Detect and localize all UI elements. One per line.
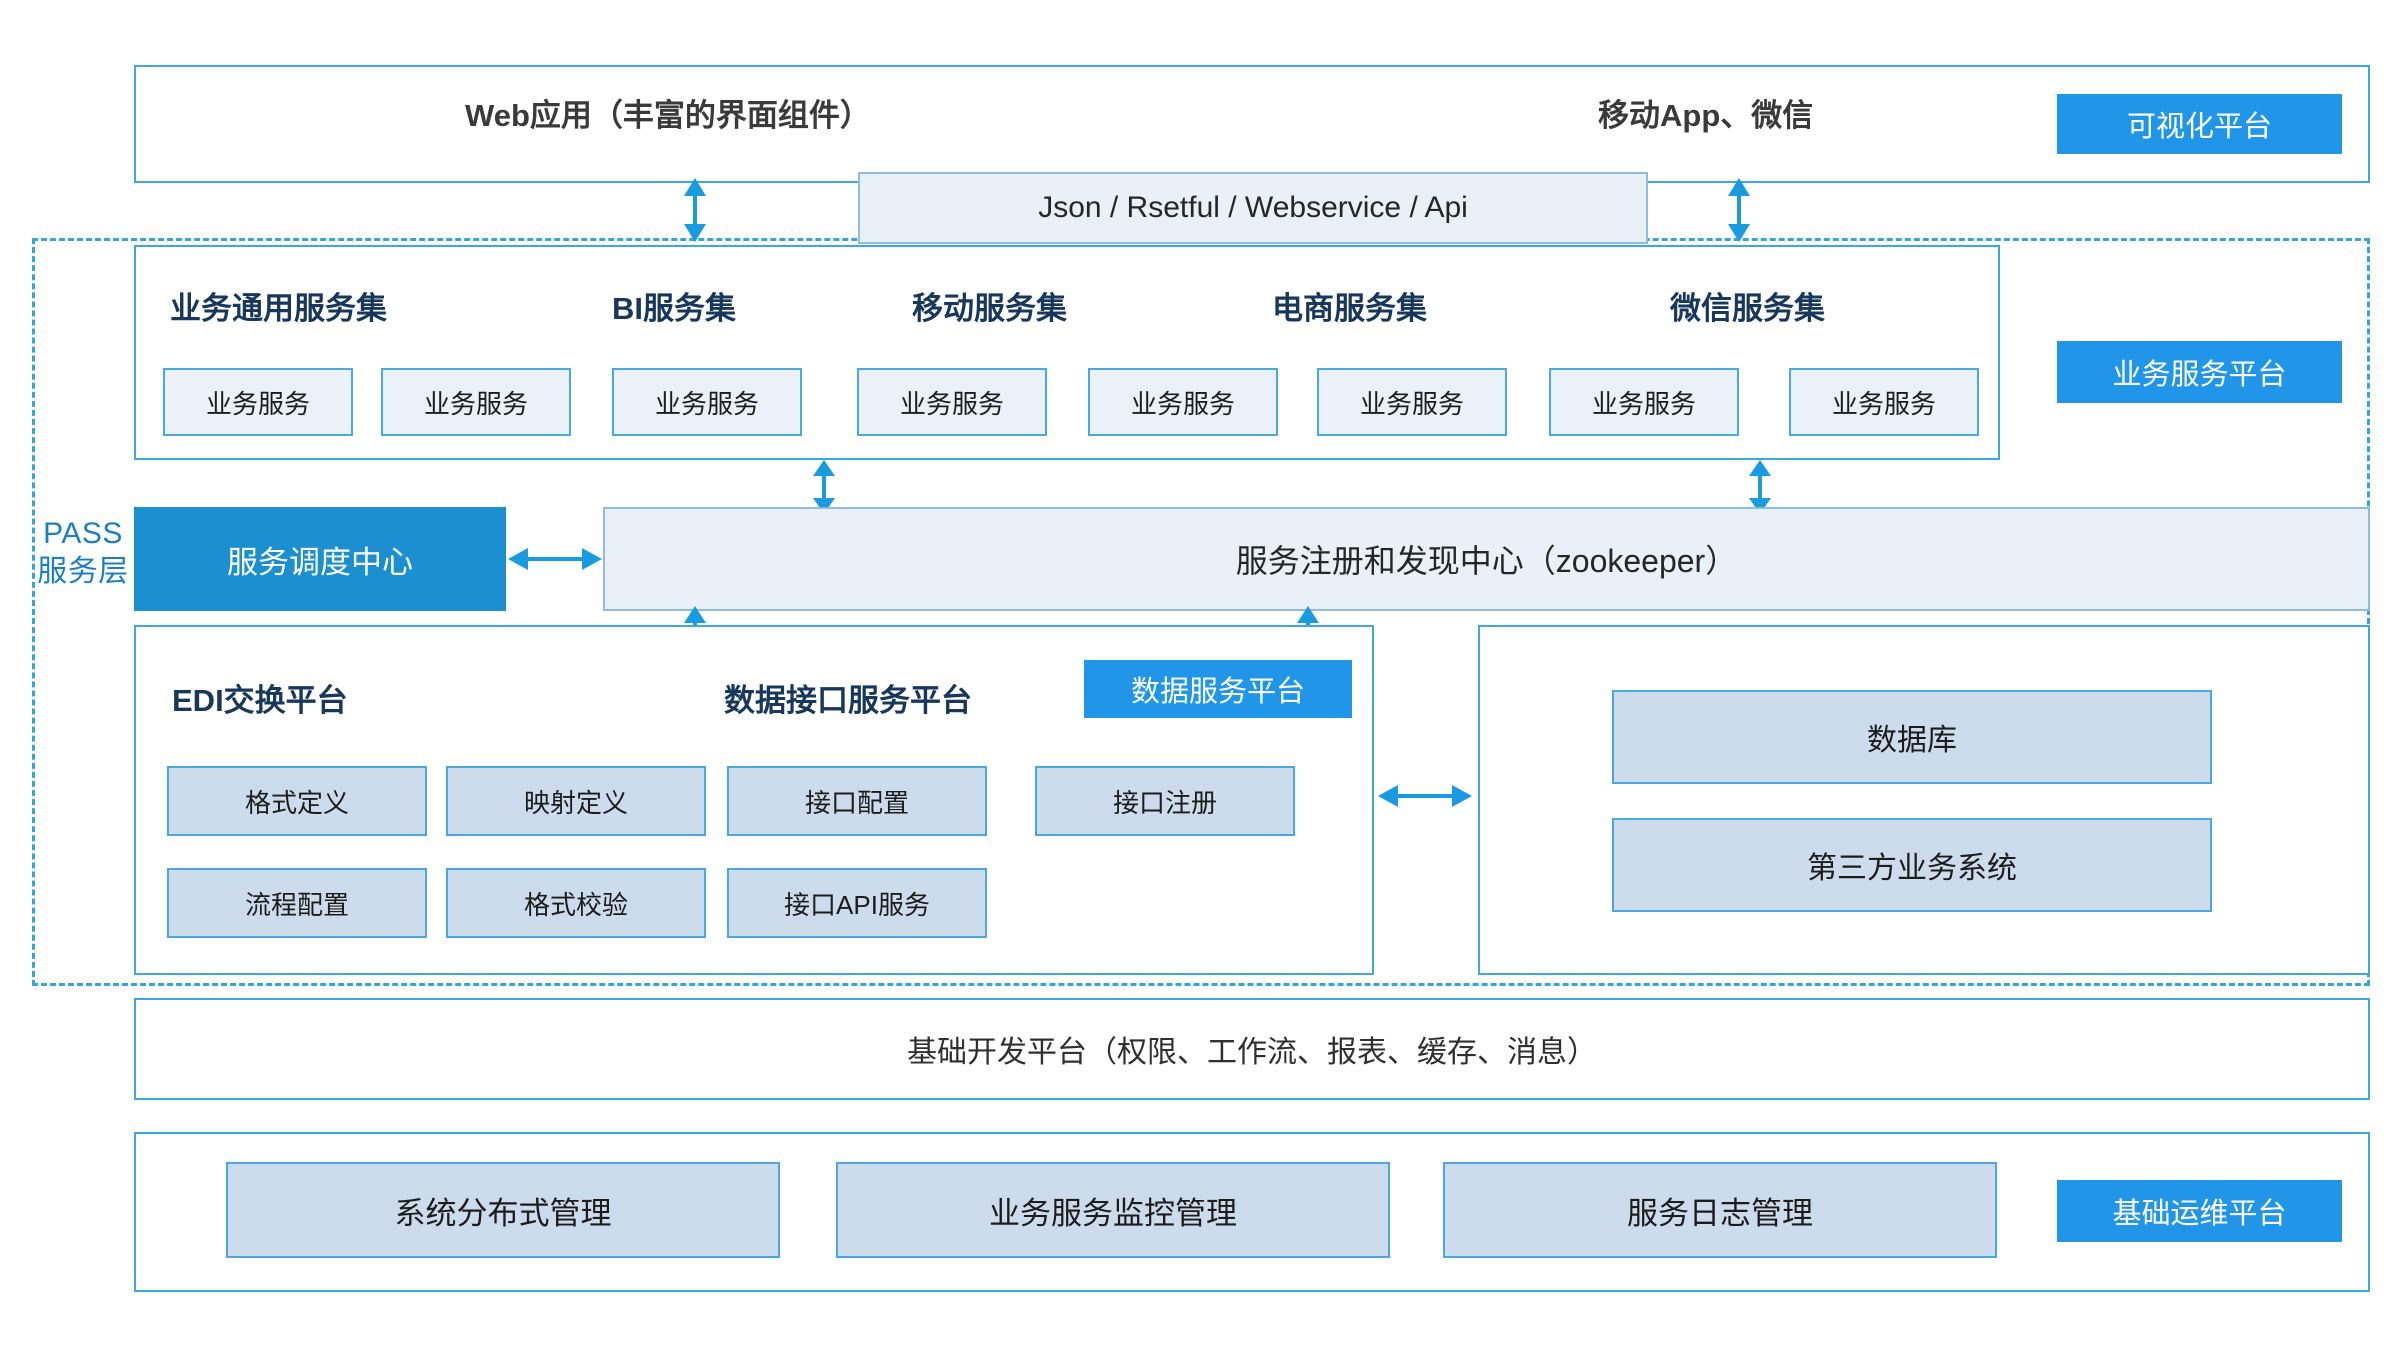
web-app-label: Web应用（丰富的界面组件） <box>465 98 871 133</box>
badge-ops-platform[interactable]: 基础运维平台 <box>2057 1180 2342 1242</box>
data-interface-item-api-service[interactable]: 接口API服务 <box>727 868 987 938</box>
ops-item-service-monitoring[interactable]: 业务服务监控管理 <box>836 1162 1390 1258</box>
service-cell[interactable]: 业务服务 <box>163 368 353 436</box>
pass-service-layer-label: PASS 服务层 <box>37 517 129 588</box>
service-cell[interactable]: 业务服务 <box>1317 368 1507 436</box>
badge-business-service-platform[interactable]: 业务服务平台 <box>2057 341 2342 403</box>
service-set-title-mobile: 移动服务集 <box>912 291 1067 326</box>
service-cell[interactable]: 业务服务 <box>1549 368 1739 436</box>
badge-data-service-platform[interactable]: 数据服务平台 <box>1084 660 1352 718</box>
service-set-title-ecommerce: 电商服务集 <box>1272 291 1427 326</box>
service-set-title-general: 业务通用服务集 <box>170 291 387 326</box>
service-cell[interactable]: 业务服务 <box>1789 368 1979 436</box>
data-interface-platform-title: 数据接口服务平台 <box>724 683 972 718</box>
service-cell[interactable]: 业务服务 <box>1088 368 1278 436</box>
arrow-data-platform-to-external <box>1378 780 1472 812</box>
service-set-title-bi: BI服务集 <box>612 291 736 326</box>
service-set-title-wechat: 微信服务集 <box>1670 291 1825 326</box>
ops-item-service-logging[interactable]: 服务日志管理 <box>1443 1162 1997 1258</box>
service-cell[interactable]: 业务服务 <box>612 368 802 436</box>
arrow-mobile-to-services <box>1723 178 1755 242</box>
foundation-platform-label: 基础开发平台（权限、工作流、报表、缓存、消息） <box>907 1036 1597 1069</box>
data-interface-item-interface-register[interactable]: 接口注册 <box>1035 766 1295 836</box>
edi-platform-title: EDI交换平台 <box>172 683 348 718</box>
external-item-third-party-system[interactable]: 第三方业务系统 <box>1612 818 2212 912</box>
badge-visualization-platform[interactable]: 可视化平台 <box>2057 94 2342 154</box>
arrow-web-to-services <box>679 178 711 242</box>
external-item-database[interactable]: 数据库 <box>1612 690 2212 784</box>
service-registry-center-box: 服务注册和发现中心（zookeeper） <box>603 507 2370 611</box>
protocol-bar-label: Json / Rsetful / Webservice / Api <box>1038 191 1468 224</box>
arrow-services-to-registry-right <box>1744 460 1776 514</box>
ops-item-distributed-management[interactable]: 系统分布式管理 <box>226 1162 780 1258</box>
external-systems-panel <box>1478 625 2370 975</box>
mobile-app-label: 移动App、微信 <box>1598 98 1814 133</box>
edi-item-process-config[interactable]: 流程配置 <box>167 868 427 938</box>
service-dispatch-center-box[interactable]: 服务调度中心 <box>134 507 506 611</box>
service-cell[interactable]: 业务服务 <box>857 368 1047 436</box>
service-registry-center-label: 服务注册和发现中心（zookeeper） <box>1235 543 1738 579</box>
protocol-bar: Json / Rsetful / Webservice / Api <box>858 172 1648 244</box>
edi-item-format-validation[interactable]: 格式校验 <box>446 868 706 938</box>
edi-item-mapping-definition[interactable]: 映射定义 <box>446 766 706 836</box>
foundation-platform-box <box>134 998 2370 1100</box>
arrow-dispatch-to-registry <box>508 543 602 575</box>
service-cell[interactable]: 业务服务 <box>381 368 571 436</box>
data-interface-item-interface-config[interactable]: 接口配置 <box>727 766 987 836</box>
arrow-services-to-registry-left <box>808 460 840 514</box>
edi-item-format-definition[interactable]: 格式定义 <box>167 766 427 836</box>
